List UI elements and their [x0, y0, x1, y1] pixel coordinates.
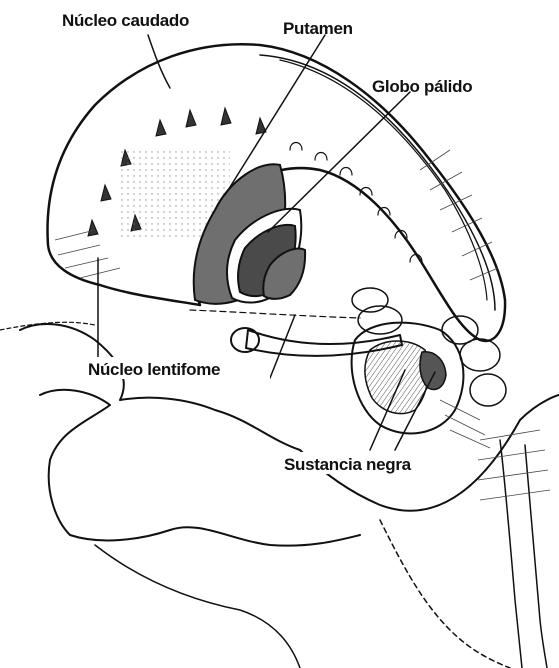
brain-silhouette: [0, 322, 559, 668]
label-putamen: Putamen: [283, 19, 353, 38]
substantia-nigra-region: [352, 288, 506, 448]
label-nucleo-caudado: Núcleo caudado: [62, 11, 189, 30]
label-sustancia-negra: Sustancia negra: [284, 455, 412, 474]
label-nucleo-lentiforme: Núcleo lentifome: [88, 360, 220, 379]
label-globo-palido: Globo pálido: [372, 77, 472, 96]
leader-lentiforme-2: [270, 315, 295, 378]
